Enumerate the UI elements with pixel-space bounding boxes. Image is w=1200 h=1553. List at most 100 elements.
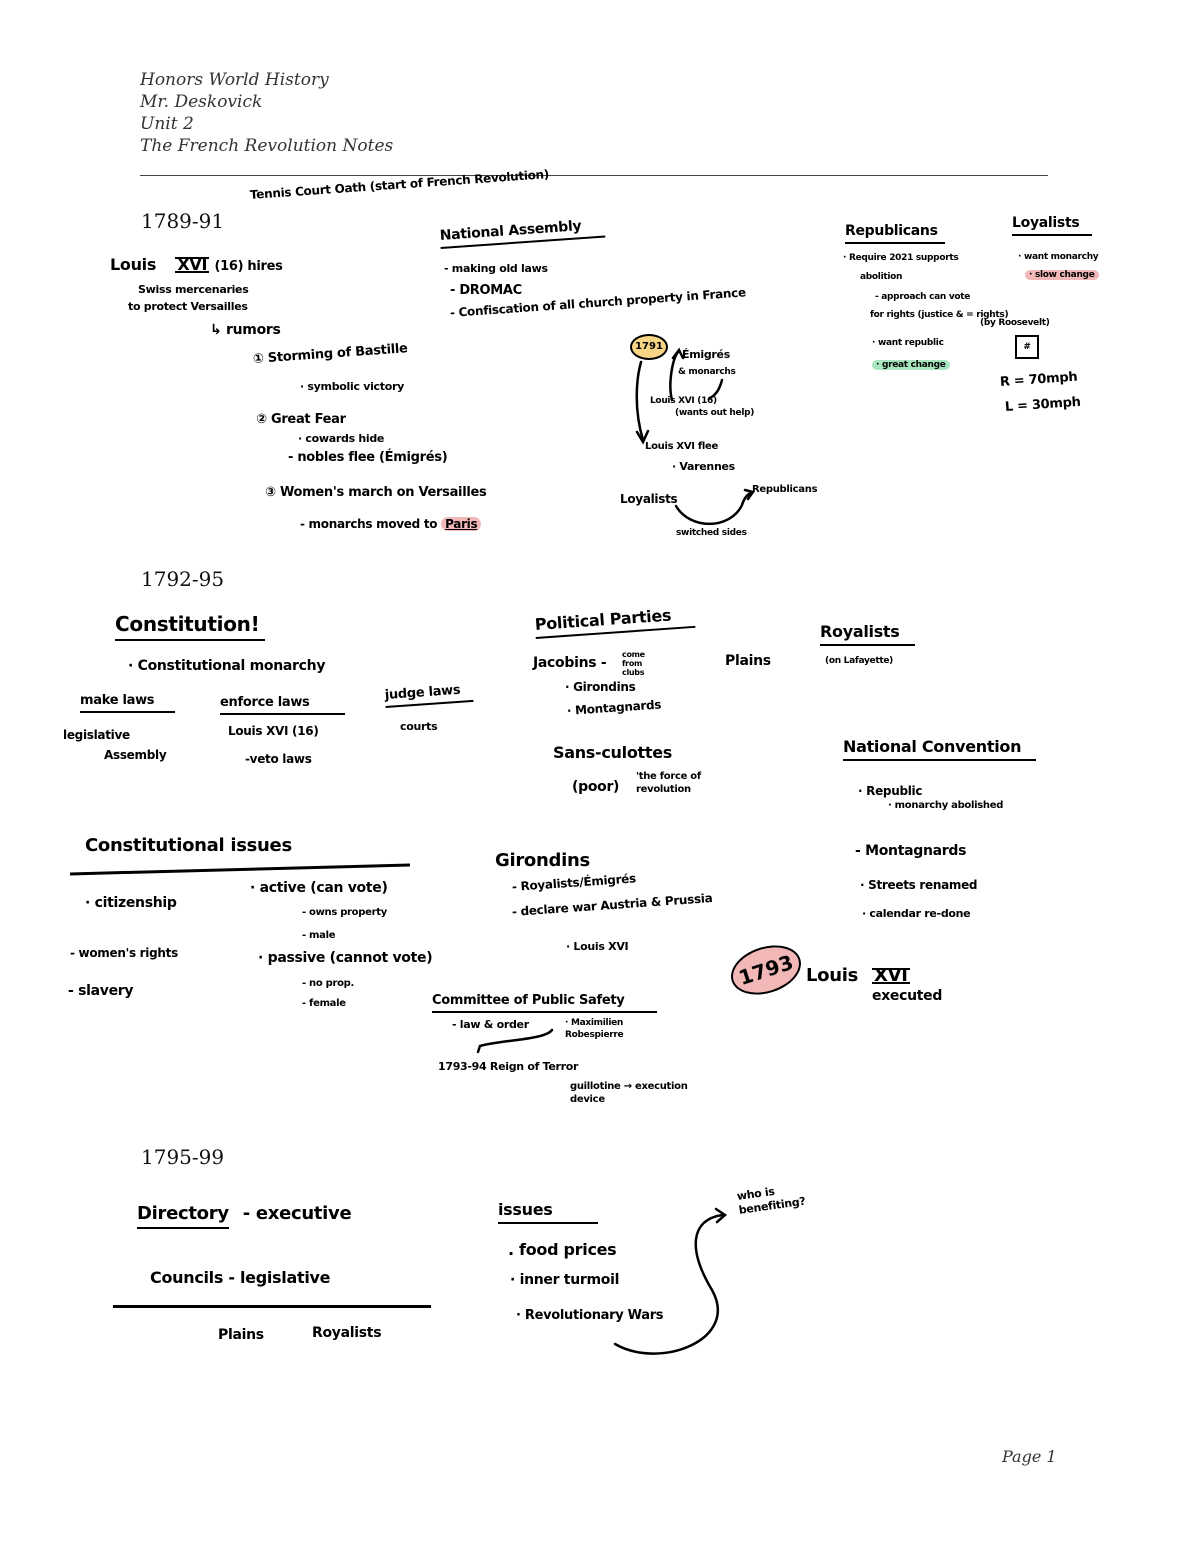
guillotine-label: guillotine → execution device	[570, 1081, 688, 1105]
flight-note: (wants out help)	[675, 408, 755, 418]
sans-culottes-heading: Sans-culottes	[553, 743, 672, 762]
inner-turmoil-bullet: · inner turmoil	[510, 1272, 620, 1288]
year-badge-1793: 1793	[724, 937, 808, 1003]
food-prices-bullet: . food prices	[508, 1240, 617, 1259]
womens-rights-bullet: - women's rights	[70, 946, 178, 960]
nc-item-streets-renamed: · Streets renamed	[860, 878, 978, 892]
page-number: Page 1	[1002, 1447, 1057, 1466]
louis-line-1: Swiss mercenaries	[138, 283, 249, 296]
passive-citizen: · passive (cannot vote)	[258, 950, 433, 966]
girondins-heading: Girondins	[495, 850, 590, 871]
event-2-sub-1: · cowards hide	[298, 432, 385, 445]
loyalists-item-1: · want monarchy	[1018, 252, 1099, 262]
republicans-item-3: - approach can vote	[875, 292, 971, 302]
great-change-highlight: · great change	[872, 360, 950, 370]
flight-republicans-label: Republicans	[752, 484, 818, 495]
republicans-item-1: · Require 2021 supports	[843, 253, 959, 263]
girondins-item-2: - declare war Austria & Prussia	[511, 891, 713, 919]
royalists-sub: (on Lafayette)	[825, 656, 893, 666]
owns-property: - owns property	[302, 907, 387, 918]
nc-item-monarchy-abolished: · monarchy abolished	[888, 800, 1004, 811]
period-heading-1789: 1789-91	[141, 209, 225, 233]
councils-line: Councils - legislative	[150, 1268, 330, 1287]
councils-desc: - legislative	[228, 1268, 331, 1287]
period-heading-1795: 1795-99	[141, 1145, 225, 1169]
courts-label: courts	[400, 720, 438, 733]
louis-heading: Louis XVI (16) hires	[110, 255, 283, 274]
loyalists-item-2: · slow change	[1025, 270, 1099, 280]
plains-faction: Plains	[218, 1327, 264, 1343]
councils-underline	[113, 1305, 431, 1308]
female-label: - female	[302, 998, 346, 1009]
document-title: The French Revolution Notes	[140, 136, 394, 156]
slow-change-highlight: · slow change	[1025, 270, 1099, 280]
boxed-sketch: #	[1015, 335, 1039, 359]
event-title: Women's march on Versailles	[279, 485, 487, 500]
robespierre-label: · Maximilien Robespierre	[565, 1018, 624, 1040]
citizenship-bullet: · citizenship	[85, 895, 177, 911]
slavery-bullet: - slavery	[68, 983, 134, 999]
republicans-item-5: · want republic	[872, 338, 944, 348]
issues-underline	[70, 863, 410, 875]
issues-heading: issues	[498, 1200, 598, 1224]
louis-name: Louis	[110, 255, 157, 274]
republicans-heading: Republicans	[845, 223, 945, 244]
active-citizen: · active (can vote)	[250, 880, 388, 896]
male-label: - male	[302, 930, 336, 941]
legislative-label: legislative	[63, 728, 130, 742]
na-item-1: - making old laws	[444, 262, 548, 275]
jacobins-label: Jacobins -	[533, 655, 607, 671]
who-benefits-question: who is benefiting?	[736, 1184, 807, 1217]
girondins-item-3: · Louis XVI	[566, 940, 629, 953]
republican-speed: R = 70mph	[999, 369, 1078, 390]
emigres-label: Émigrés	[682, 348, 730, 361]
constitutional-issues-heading: Constitutional issues	[85, 835, 292, 856]
branch-make-laws: make laws	[80, 693, 175, 713]
royalists-heading: Royalists	[820, 622, 915, 646]
montagnards-bullet: · Montagnards	[566, 697, 662, 718]
nc-item-republic: · Republic	[858, 784, 923, 798]
course-name: Honors World History	[140, 70, 329, 90]
royalists-faction: Royalists	[312, 1325, 382, 1341]
event-3: ③ Women's march on Versailles	[265, 485, 487, 500]
executed-label: executed	[872, 988, 943, 1004]
girondins-bullet: · Girondins	[565, 680, 636, 694]
varennes-label: · Varennes	[672, 460, 735, 473]
constitution-heading: Constitution!	[115, 612, 265, 641]
nc-item-montagnards: - Montagnards	[855, 843, 967, 859]
unit-label: Unit 2	[140, 114, 194, 134]
louis-line-3: ↳ rumors	[210, 322, 281, 338]
tennis-court-oath-note: Tennis Court Oath (start of French Revol…	[249, 167, 550, 202]
event-1: ① Storming of Bastille	[252, 341, 408, 367]
na-item-2: - DROMAC	[450, 283, 522, 298]
republicans-item-2: abolition	[860, 272, 903, 282]
republicans-item-6: · great change	[872, 360, 950, 370]
law-and-order: - law & order	[452, 1018, 529, 1031]
louis-flee-label: Louis XVI flee	[645, 441, 719, 452]
header-divider	[140, 175, 1048, 176]
event-title: Great Fear	[270, 412, 346, 427]
event-2-sub-2: - nobles flee (Émigrés)	[288, 450, 448, 465]
assembly-label: Assembly	[104, 748, 167, 762]
event-title: Storming of Bastille	[267, 341, 409, 366]
event-number: ③	[265, 485, 276, 500]
roosevelt-note: (by Roosevelt)	[980, 318, 1050, 328]
event-2: ② Great Fear	[256, 412, 346, 427]
revolutionary-wars-bullet: · Revolutionary Wars	[516, 1308, 664, 1323]
veto-laws-label: -veto laws	[245, 752, 312, 766]
directory-heading: Directory	[137, 1203, 229, 1229]
nc-item-calendar: · calendar re-done	[862, 907, 971, 920]
louis-suffix: (16) hires	[214, 259, 283, 274]
loyalist-speed: L = 30mph	[1004, 394, 1082, 415]
louis-numeral: XVI	[175, 255, 210, 274]
girondins-item-1: - Royalists/Émigrés	[511, 871, 637, 894]
jacobins-note: come from clubs	[622, 650, 645, 677]
event-number: ②	[256, 412, 267, 427]
event-1-sub: · symbolic victory	[300, 380, 404, 393]
period-heading-1792: 1792-95	[141, 567, 225, 591]
loyalists-heading: Loyalists	[1012, 215, 1092, 236]
switched-sides-label: switched sides	[676, 528, 747, 538]
directory-line: Directory - executive	[137, 1203, 352, 1229]
flight-loyalists-label: Loyalists	[620, 492, 678, 506]
political-parties-heading: Political Parties	[534, 603, 696, 639]
